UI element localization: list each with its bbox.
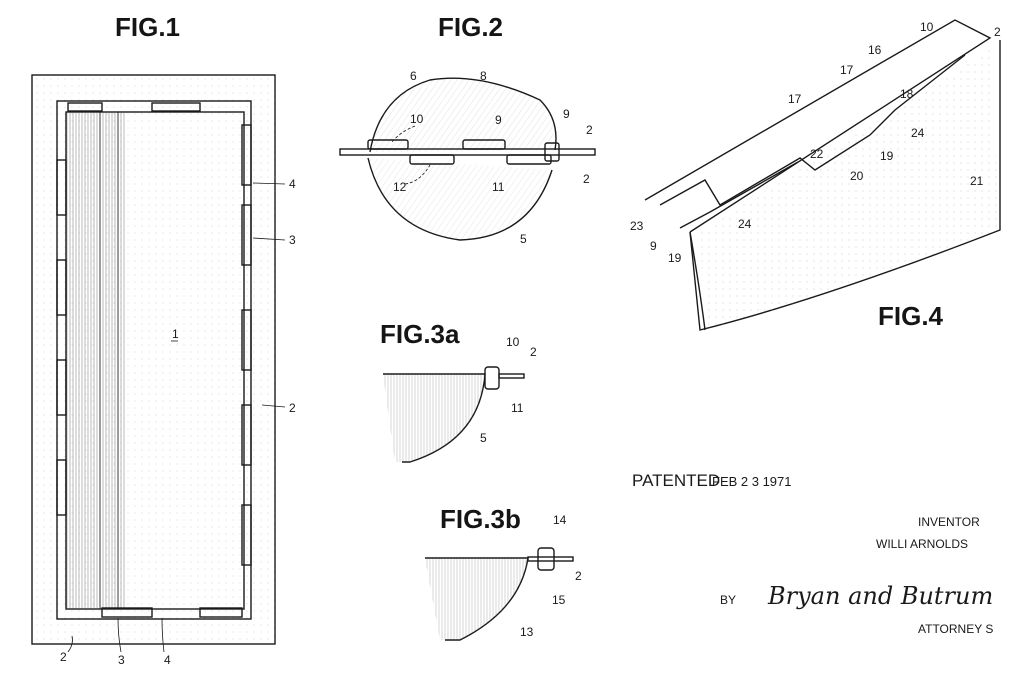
- fig1-label-2: 2: [289, 401, 296, 415]
- patented-label: PATENTED: [632, 471, 720, 490]
- fig3a-bowl-shading: [383, 374, 485, 462]
- fig3b: FIG.3b 14 2 15 13: [425, 504, 582, 640]
- fig2-bowl-shading: [368, 158, 552, 240]
- fig3a-title: FIG.3a: [380, 319, 460, 349]
- fig2: FIG.2 6 8 10 9 9 2 2 12 11 5: [340, 12, 595, 246]
- fig3b-label-13: 13: [520, 625, 534, 639]
- fig3b-label-14: 14: [553, 513, 567, 527]
- fig3a-label-2: 2: [530, 345, 537, 359]
- fig1-panel-shading: [66, 112, 126, 609]
- fig3b-label-2: 2: [575, 569, 582, 583]
- fig1-label-bottom-2: 2: [60, 650, 67, 664]
- fig1-label-bottom-3: 3: [118, 653, 125, 667]
- fig1: FIG.1 1 4 3 2 2 3 4: [32, 12, 296, 667]
- fig2-label-2a: 2: [586, 123, 593, 137]
- by-label: BY: [720, 593, 736, 607]
- fig2-label-8: 8: [480, 69, 487, 83]
- fig3b-title: FIG.3b: [440, 504, 521, 534]
- fig1-label-bottom-4: 4: [164, 653, 171, 667]
- fig2-label-9b: 9: [563, 107, 570, 121]
- fig2-label-9a: 9: [495, 113, 502, 127]
- fig3a-label-5: 5: [480, 431, 487, 445]
- fig4-label-24b: 24: [738, 217, 752, 231]
- fig4-label-19a: 19: [880, 149, 894, 163]
- fig3b-label-15: 15: [552, 593, 566, 607]
- inventor-name: WILLI ARNOLDS: [876, 537, 968, 551]
- fig2-label-6: 6: [410, 69, 417, 83]
- fig1-label-panel: 1: [172, 327, 179, 341]
- attorney-signature: Bryan and Butrum: [767, 582, 993, 610]
- patent-info: PATENTED FEB 2 3 1971 INVENTOR WILLI ARN…: [632, 471, 993, 636]
- fig4-label-17b: 17: [788, 92, 802, 106]
- fig4-label-9: 9: [650, 239, 657, 253]
- fig1-title: FIG.1: [115, 12, 180, 42]
- fig4-label-19b: 19: [668, 251, 682, 265]
- fig4: FIG.4 10 2 16 17 18 17 24 22 19 20 21 23…: [630, 20, 1001, 331]
- fig4-label-17a: 17: [840, 63, 854, 77]
- fig2-label-12: 12: [393, 180, 407, 194]
- fig3b-bowl-shading: [425, 558, 528, 640]
- fig4-label-16: 16: [868, 43, 882, 57]
- fig2-label-11: 11: [492, 180, 505, 194]
- attorneys-label: ATTORNEY S: [918, 622, 993, 636]
- fig3b-rod: [528, 557, 573, 561]
- fig3a-clip: [485, 367, 499, 389]
- fig4-label-18: 18: [900, 87, 914, 101]
- fig2-label-10: 10: [410, 112, 424, 126]
- fig4-label-2: 2: [994, 25, 1001, 39]
- fig3b-clip: [538, 548, 554, 570]
- fig1-label-3: 3: [289, 233, 296, 247]
- fig2-label-2b: 2: [583, 172, 590, 186]
- fig4-label-20: 20: [850, 169, 864, 183]
- fig2-title: FIG.2: [438, 12, 503, 42]
- fig3a: FIG.3a 10 2 11 5: [380, 319, 537, 462]
- fig4-label-24a: 24: [911, 126, 925, 140]
- patent-date: FEB 2 3 1971: [712, 474, 792, 489]
- inventor-label: INVENTOR: [918, 515, 980, 529]
- fig3a-rod: [499, 374, 524, 378]
- fig4-label-21: 21: [970, 174, 984, 188]
- fig4-label-10: 10: [920, 20, 934, 34]
- fig4-label-23: 23: [630, 219, 644, 233]
- fig4-label-22: 22: [810, 147, 824, 161]
- fig2-label-5: 5: [520, 232, 527, 246]
- fig3a-label-11: 11: [511, 401, 524, 415]
- fig4-title: FIG.4: [878, 301, 944, 331]
- fig3a-label-10: 10: [506, 335, 520, 349]
- fig1-label-4: 4: [289, 177, 296, 191]
